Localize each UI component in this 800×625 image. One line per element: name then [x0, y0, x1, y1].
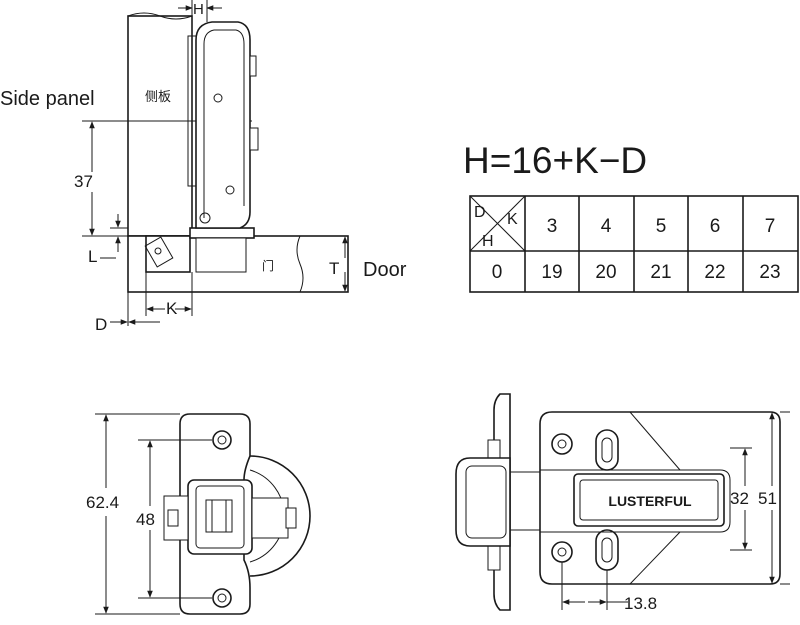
- dim-k-label: K: [166, 299, 178, 318]
- dim-h-label: H: [193, 1, 204, 18]
- table-h-23: 23: [759, 262, 780, 283]
- table-corner-h: H: [482, 233, 494, 250]
- dim-t-label: T: [329, 259, 339, 278]
- side-panel-cn-label: 侧板: [145, 89, 171, 104]
- table-h-20: 20: [595, 262, 616, 283]
- table-k-4: 4: [601, 216, 612, 237]
- side-panel: [127, 15, 193, 237]
- table-k-5: 5: [656, 216, 667, 237]
- hinge-arm: [195, 21, 251, 229]
- brand-logo: LUSTERFUL: [608, 493, 692, 509]
- dimension-table: D K H 3 4 5 6 7 0 19 20 21 22 23: [469, 195, 799, 293]
- dim-62-4-label: 62.4: [86, 493, 119, 512]
- dim-37-label: 37: [74, 172, 93, 191]
- dim-d-label: D: [95, 315, 107, 334]
- dim-32-label: 32: [730, 489, 749, 508]
- table-k-7: 7: [765, 216, 776, 237]
- table-h-21: 21: [650, 262, 671, 283]
- table-d-0: 0: [492, 262, 503, 283]
- table-h-22: 22: [704, 262, 725, 283]
- side-view: H Side panel 侧板 37 L T Door 门 K D: [0, 0, 407, 334]
- formula: H=16+K−D: [463, 140, 647, 181]
- front-view: 62.4 48: [86, 413, 311, 615]
- dim-13-8-label: 13.8: [624, 594, 657, 613]
- door-cn-label: 门: [262, 258, 274, 273]
- side-panel-label: Side panel: [0, 88, 95, 110]
- dim-51-label: 51: [758, 489, 777, 508]
- door-label: Door: [363, 259, 407, 281]
- top-view: LUSTERFUL 32 51 13.8: [455, 393, 790, 613]
- table-k-6: 6: [710, 216, 721, 237]
- table-corner-d: D: [474, 204, 486, 221]
- table-h-19: 19: [541, 262, 562, 283]
- table-k-3: 3: [547, 216, 558, 237]
- table-corner-k: K: [507, 211, 518, 228]
- dim-l-label: L: [88, 247, 97, 266]
- dim-48-label: 48: [136, 510, 155, 529]
